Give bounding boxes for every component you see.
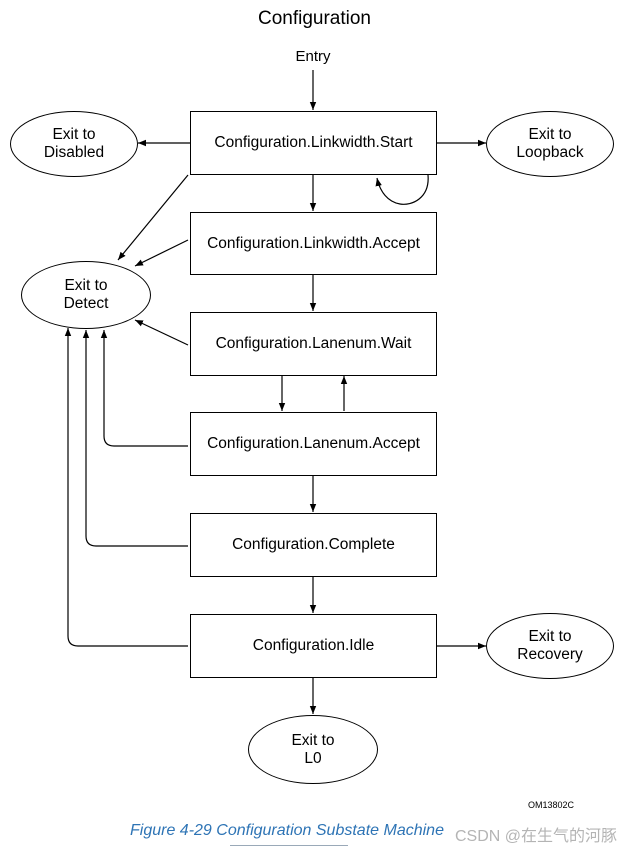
diagram-title: Configuration — [257, 8, 372, 29]
exit-l0-line2: L0 — [304, 749, 322, 767]
exit-loopback: Exit to Loopback — [486, 111, 614, 177]
state-linkwidth-accept: Configuration.Linkwidth.Accept — [190, 212, 437, 275]
exit-recovery-line1: Exit to — [528, 628, 572, 645]
figure-id: OM13802C — [528, 800, 575, 810]
exit-recovery: Exit to Recovery — [486, 613, 614, 679]
exit-disabled: Exit to Disabled — [10, 111, 138, 177]
exit-detect: Exit to Detect — [21, 261, 151, 329]
state-linkwidth-start: Configuration.Linkwidth.Start — [190, 111, 437, 175]
arrow-lanenum-wait-to-detect — [134, 319, 189, 346]
state-lanenum-accept: Configuration.Lanenum.Accept — [190, 412, 437, 476]
exit-loopback-line2: Loopback — [516, 144, 584, 161]
figure-caption: Figure 4-29 Configuration Substate Machi… — [130, 822, 444, 839]
arrow-linkwidth-start-to-detect — [117, 174, 189, 261]
state-complete: Configuration.Complete — [190, 513, 437, 577]
watermark: CSDN @在生气的河豚 — [454, 828, 617, 845]
exit-recovery-line2: Recovery — [517, 646, 583, 663]
arrow-lanenum-accept-to-detect — [100, 330, 188, 447]
exit-detect-line2: Detect — [63, 295, 109, 312]
arrow-linkwidth-start-self-loop — [375, 174, 429, 205]
arrow-complete-to-detect — [82, 330, 188, 547]
caption-underline — [230, 845, 348, 846]
exit-l0: Exit to L0 — [248, 715, 378, 784]
exit-l0-line1: Exit to — [291, 731, 335, 749]
exit-loopback-line1: Exit to — [528, 126, 572, 143]
arrow-idle-to-detect — [64, 328, 188, 647]
exit-detect-line1: Exit to — [64, 277, 108, 294]
arrow-linkwidth-accept-to-detect — [134, 239, 189, 267]
state-lanenum-wait: Configuration.Lanenum.Wait — [190, 312, 437, 376]
entry-label: Entry — [295, 48, 331, 65]
state-idle: Configuration.Idle — [190, 614, 437, 678]
exit-disabled-line1: Exit to — [52, 126, 96, 143]
exit-disabled-line2: Disabled — [43, 144, 105, 161]
